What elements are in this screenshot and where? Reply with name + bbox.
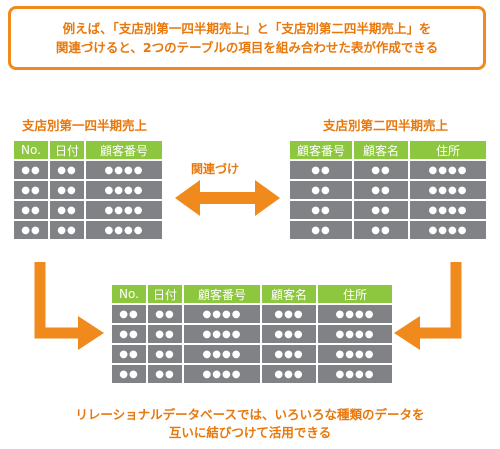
table-row: ●●●●●●●● (288, 179, 488, 201)
table-cell: ●● (146, 363, 184, 385)
left-table: No.日付顧客番号●●●●●●●●●●●●●●●●●●●●●●●●●●●●●●●… (12, 139, 164, 241)
column-header: 日付 (48, 139, 86, 161)
table-row: ●●●●●●●● (288, 219, 488, 241)
column-header: 顧客名 (260, 283, 318, 305)
table-cell: ●●●● (182, 343, 262, 365)
double-arrow-icon (175, 180, 280, 216)
down-left-arrow-icon (418, 262, 462, 339)
table-row: ●●●●●●●● (288, 199, 488, 221)
explanation-box: 例えば、「支店別第一四半期売上」と「支店別第二四半期売上」を 関連づけると、2つ… (8, 6, 486, 70)
explanation-line-1: 例えば、「支店別第一四半期売上」と「支店別第二四半期売上」を (62, 21, 432, 36)
explanation-line-2: 関連づけると、2つのテーブルの項目を組み合わせた表が作成できる (55, 40, 439, 55)
table-cell: ●● (110, 343, 148, 365)
table-cell: ●● (48, 179, 86, 201)
table-cell: ●● (48, 199, 86, 221)
column-header: No. (110, 283, 148, 305)
table-cell: ●●●● (316, 363, 394, 385)
column-header: 顧客番号 (84, 139, 164, 161)
table-cell: ●●● (260, 343, 318, 365)
table-cell: ●● (288, 179, 354, 201)
down-left-arrowhead-icon (394, 316, 420, 350)
table-cell: ●● (12, 219, 50, 241)
table-cell: ●●●● (182, 363, 262, 385)
header-row: 顧客番号顧客名住所 (288, 139, 488, 161)
table-cell: ●●●● (84, 179, 164, 201)
right-table-body: 顧客番号顧客名住所●●●●●●●●●●●●●●●●●●●●●●●●●●●●●●●… (288, 139, 488, 241)
header-row: No.日付顧客番号 (12, 139, 164, 161)
table-cell: ●●● (260, 363, 318, 385)
table-cell: ●●●● (408, 179, 488, 201)
table-cell: ●●● (260, 303, 318, 325)
table-cell: ●● (288, 219, 354, 241)
table-cell: ●● (288, 199, 354, 221)
table-cell: ●●●● (182, 323, 262, 345)
table-cell: ●● (110, 303, 148, 325)
table-row: ●●●●●●●● (12, 159, 164, 181)
table-cell: ●● (146, 303, 184, 325)
column-header: 住所 (408, 139, 488, 161)
left-table-title: 支店別第一四半期売上 (22, 118, 148, 133)
relation-label: 関連づけ (190, 162, 239, 176)
table-cell: ●●●● (408, 159, 488, 181)
table-cell: ●● (48, 159, 86, 181)
column-header: 顧客番号 (288, 139, 354, 161)
column-header: 日付 (146, 283, 184, 305)
table-row: ●●●●●●●● (12, 179, 164, 201)
table-row: ●●●●●●●●●●●●●●● (110, 343, 394, 365)
column-header: 住所 (316, 283, 394, 305)
table-cell: ●● (352, 219, 410, 241)
table-cell: ●● (110, 363, 148, 385)
table-row: ●●●●●●●● (12, 219, 164, 241)
table-row: ●●●●●●●● (12, 199, 164, 221)
header-row: No.日付顧客番号顧客名住所 (110, 283, 394, 305)
table-cell: ●●●● (316, 303, 394, 325)
right-table: 顧客番号顧客名住所●●●●●●●●●●●●●●●●●●●●●●●●●●●●●●●… (288, 139, 488, 241)
table-cell: ●●●● (84, 199, 164, 221)
footer-text: リレーショナルデータベースでは、いろいろな種類のデータを 互いに結びつけて活用で… (0, 406, 500, 442)
table-cell: ●● (352, 199, 410, 221)
merged-table: No.日付顧客番号顧客名住所●●●●●●●●●●●●●●●●●●●●●●●●●●… (110, 283, 394, 385)
right-table-title: 支店別第二四半期売上 (323, 118, 449, 133)
table-cell: ●● (352, 159, 410, 181)
table-cell: ●●●● (408, 219, 488, 241)
table-cell: ●●●● (408, 199, 488, 221)
table-cell: ●● (12, 199, 50, 221)
table-cell: ●● (48, 219, 86, 241)
table-row: ●●●●●●●●●●●●●●● (110, 303, 394, 325)
column-header: 顧客番号 (182, 283, 262, 305)
down-right-arrowhead-icon (78, 316, 104, 350)
table-cell: ●● (12, 159, 50, 181)
column-header: 顧客名 (352, 139, 410, 161)
footer-line-1: リレーショナルデータベースでは、いろいろな種類のデータを (75, 407, 425, 422)
table-cell: ●● (12, 179, 50, 201)
table-cell: ●● (146, 323, 184, 345)
column-header: No. (12, 139, 50, 161)
left-table-body: No.日付顧客番号●●●●●●●●●●●●●●●●●●●●●●●●●●●●●●●… (12, 139, 164, 241)
table-cell: ●●●● (84, 219, 164, 241)
down-right-arrow-icon (34, 262, 80, 339)
footer-line-2: 互いに結びつけて活用できる (168, 425, 332, 440)
merged-table-body: No.日付顧客番号顧客名住所●●●●●●●●●●●●●●●●●●●●●●●●●●… (110, 283, 394, 385)
table-cell: ●● (288, 159, 354, 181)
table-cell: ●● (352, 179, 410, 201)
table-row: ●●●●●●●●●●●●●●● (110, 323, 394, 345)
table-row: ●●●●●●●●●●●●●●● (110, 363, 394, 385)
table-cell: ●● (146, 343, 184, 365)
table-cell: ●●●● (182, 303, 262, 325)
table-cell: ●● (110, 323, 148, 345)
table-cell: ●●●● (84, 159, 164, 181)
table-cell: ●●● (260, 323, 318, 345)
table-row: ●●●●●●●● (288, 159, 488, 181)
table-cell: ●●●● (316, 343, 394, 365)
table-cell: ●●●● (316, 323, 394, 345)
